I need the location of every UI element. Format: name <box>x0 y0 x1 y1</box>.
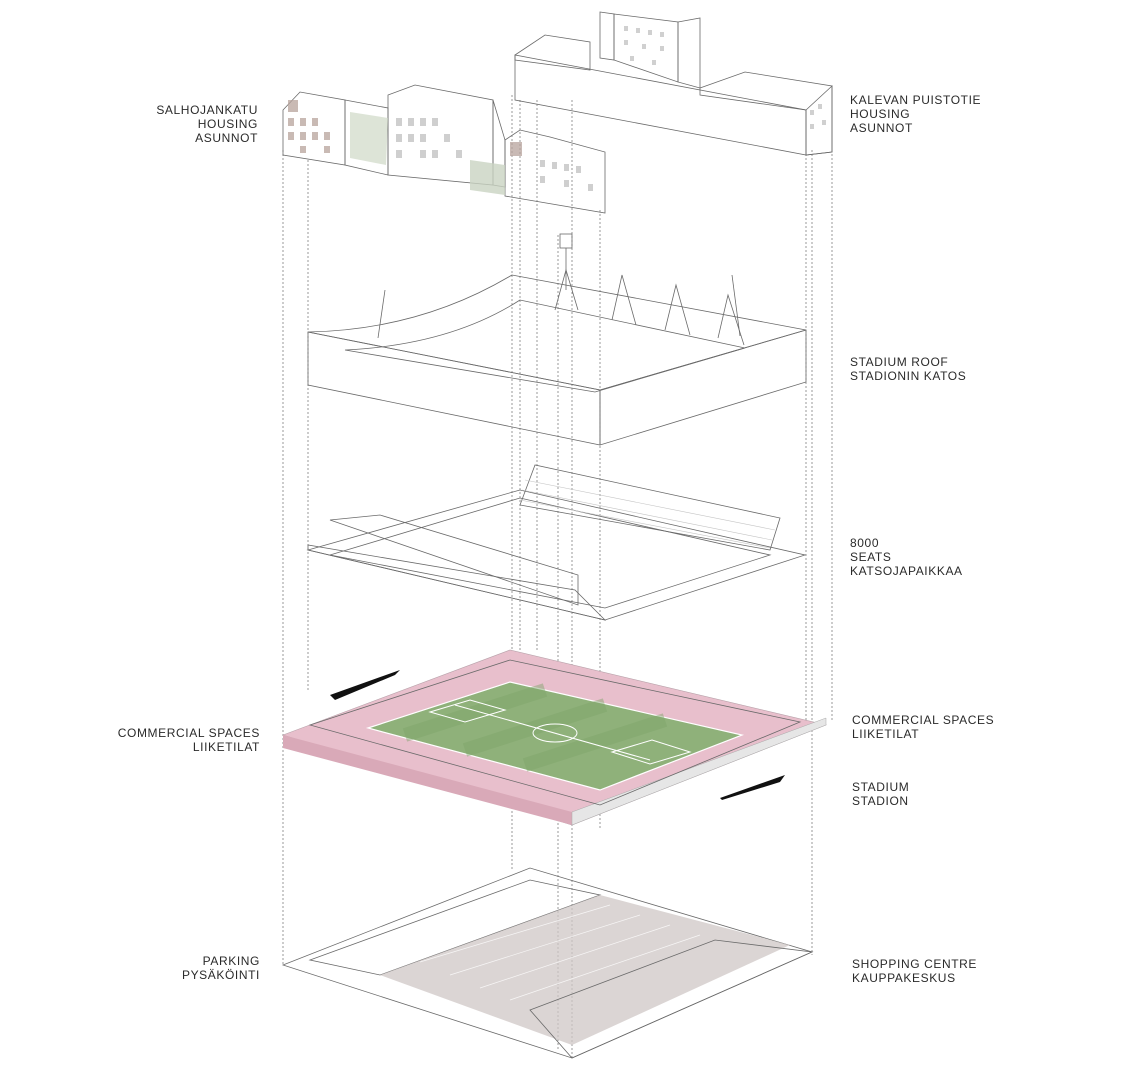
label-commercial-spaces-left: COMMERCIAL SPACES LIIKETILAT <box>100 726 260 754</box>
label-line: KALEVAN PUISTOTIE <box>850 93 982 107</box>
label-line: ASUNNOT <box>195 131 258 145</box>
kalevan-puistotie-housing-block <box>514 11 833 156</box>
salhojankatu-housing-block <box>282 84 606 214</box>
label-salhojankatu-housing: SALHOJANKATU HOUSING ASUNNOT <box>140 103 258 145</box>
label-line: KAUPPAKESKUS <box>852 971 956 985</box>
label-line: HOUSING <box>850 107 911 121</box>
seating-tier <box>306 464 807 621</box>
label-parking: PARKING PYSÄKÖINTI <box>150 954 260 982</box>
label-line: COMMERCIAL SPACES <box>117 726 260 740</box>
label-seats: 8000 SEATS KATSOJAPAIKKAA <box>850 536 963 578</box>
label-line: SEATS <box>850 550 892 564</box>
label-line: ASUNNOT <box>850 121 913 135</box>
label-line: STADIONIN KATOS <box>850 369 967 383</box>
label-stadium: STADIUM STADION <box>852 780 909 808</box>
label-line: SHOPPING CENTRE <box>852 957 978 971</box>
label-line: LIIKETILAT <box>852 727 920 741</box>
label-stadium-roof: STADIUM ROOF STADIONIN KATOS <box>850 355 966 383</box>
label-line: 8000 <box>850 536 880 550</box>
label-shopping-centre: SHOPPING CENTRE KAUPPAKESKUS <box>852 957 977 985</box>
label-commercial-spaces-right: COMMERCIAL SPACES LIIKETILAT <box>852 713 994 741</box>
parking-shopping-level <box>281 867 814 1059</box>
label-line: STADION <box>852 794 909 808</box>
label-line: KATSOJAPAIKKAA <box>850 564 963 578</box>
stadium-roof <box>307 233 807 446</box>
label-line: STADIUM ROOF <box>850 355 949 369</box>
label-line: HOUSING <box>197 117 258 131</box>
label-line: SALHOJANKATU <box>156 103 258 117</box>
label-line: STADIUM <box>852 780 910 794</box>
label-line: COMMERCIAL SPACES <box>852 713 995 727</box>
stadium-level <box>282 649 827 826</box>
label-line: PYSÄKÖINTI <box>181 968 260 982</box>
label-line: LIIKETILAT <box>192 740 260 754</box>
label-kalevan-puistotie-housing: KALEVAN PUISTOTIE HOUSING ASUNNOT <box>850 93 981 135</box>
label-line: PARKING <box>202 954 260 968</box>
